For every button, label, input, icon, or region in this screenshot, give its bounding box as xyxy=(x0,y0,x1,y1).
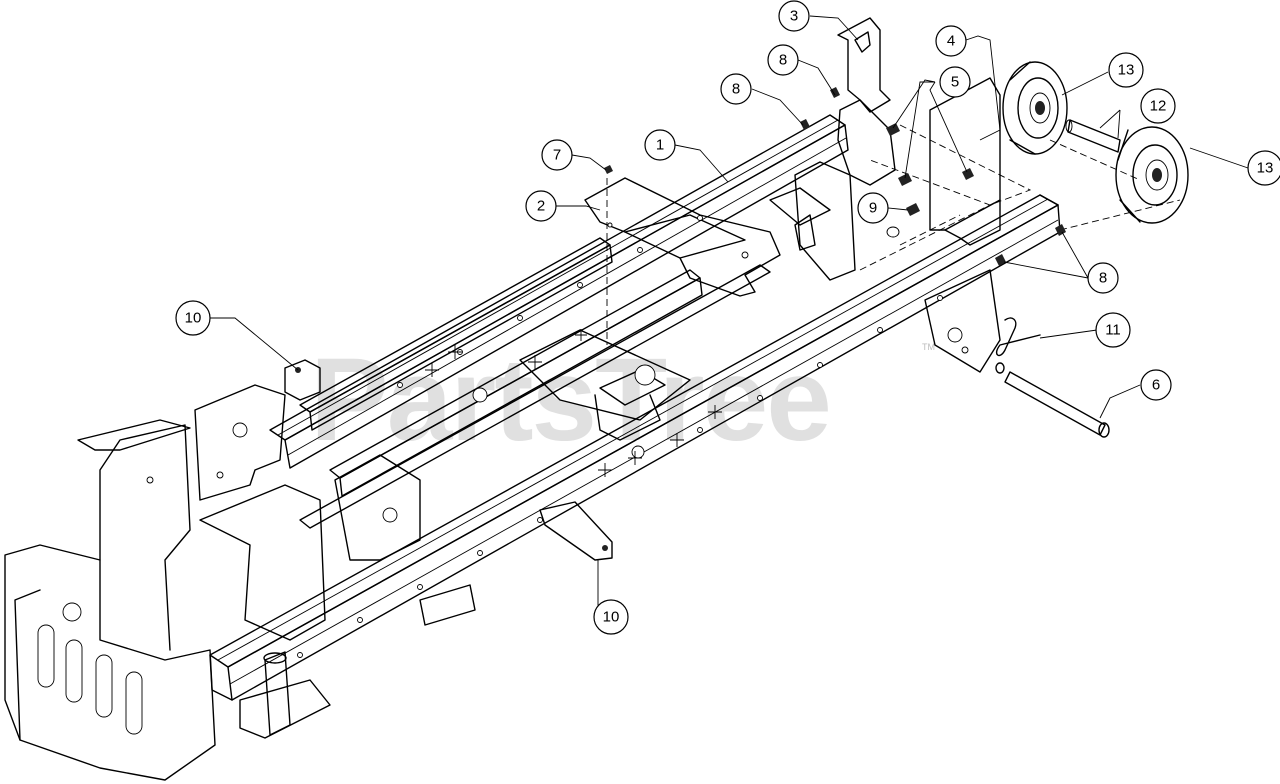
svg-text:13: 13 xyxy=(1257,160,1274,177)
callout-9[interactable]: 9 xyxy=(857,192,889,224)
clevis-pin xyxy=(995,362,1110,438)
inner-channels xyxy=(299,237,771,529)
leader-lines xyxy=(205,15,1249,615)
callout-8-upper[interactable]: 8 xyxy=(767,44,799,76)
svg-text:8: 8 xyxy=(1099,270,1107,287)
hair-pin-clip xyxy=(996,317,1041,357)
callout-2[interactable]: 2 xyxy=(525,190,557,222)
watermark: PartsTree TM xyxy=(310,334,935,466)
callouts: 3 8 8 4 5 13 12 13 xyxy=(175,0,1280,635)
svg-text:13: 13 xyxy=(1118,62,1135,79)
svg-text:3: 3 xyxy=(790,8,798,25)
svg-text:11: 11 xyxy=(1105,322,1121,339)
tab-bracket-lower xyxy=(419,501,613,626)
rail-holes xyxy=(297,215,943,658)
callout-7[interactable]: 7 xyxy=(541,139,573,171)
idler-bracket-plate xyxy=(859,77,1032,271)
rear-post xyxy=(239,651,331,739)
svg-text:4: 4 xyxy=(947,33,955,50)
watermark-text: PartsTree xyxy=(310,334,830,466)
svg-text:12: 12 xyxy=(1150,98,1167,115)
svg-text:8: 8 xyxy=(732,81,740,98)
callout-10-upper[interactable]: 10 xyxy=(175,300,211,336)
hardware xyxy=(604,87,1066,345)
svg-text:10: 10 xyxy=(185,310,202,327)
callout-12[interactable]: 12 xyxy=(1140,88,1176,124)
callout-5[interactable]: 5 xyxy=(939,66,971,98)
rear-bracket-assembly xyxy=(769,17,896,281)
watermark-trademark: TM xyxy=(922,342,935,352)
svg-text:5: 5 xyxy=(951,74,959,91)
callout-4[interactable]: 4 xyxy=(935,25,967,57)
svg-text:7: 7 xyxy=(553,147,561,164)
callout-11[interactable]: 11 xyxy=(1095,312,1131,348)
rear-hitch-plate xyxy=(4,384,286,781)
callout-1[interactable]: 1 xyxy=(644,129,676,161)
callout-13-lower[interactable]: 13 xyxy=(1247,150,1280,186)
svg-text:8: 8 xyxy=(779,52,787,69)
svg-text:9: 9 xyxy=(869,200,877,217)
cross-members xyxy=(199,329,691,641)
center-plate xyxy=(584,177,781,297)
pulley-spacer-shaft xyxy=(1049,119,1181,231)
callout-6[interactable]: 6 xyxy=(1140,369,1172,401)
side-bracket-right xyxy=(924,269,1001,373)
idler-pulley-upper xyxy=(1002,61,1068,155)
svg-text:6: 6 xyxy=(1152,377,1160,394)
frame-line-art xyxy=(4,17,1189,781)
callout-13-upper[interactable]: 13 xyxy=(1108,52,1144,88)
callout-8-lower[interactable]: 8 xyxy=(1087,262,1119,294)
svg-text:2: 2 xyxy=(537,198,545,215)
center-marks xyxy=(425,329,722,477)
left-frame-rail xyxy=(269,114,849,469)
svg-text:1: 1 xyxy=(656,137,664,154)
callout-10-lower[interactable]: 10 xyxy=(593,599,629,635)
idler-pulley-lower xyxy=(1115,126,1189,224)
svg-text:10: 10 xyxy=(603,609,620,626)
callout-8-mid[interactable]: 8 xyxy=(720,73,752,105)
callout-3[interactable]: 3 xyxy=(778,0,810,32)
